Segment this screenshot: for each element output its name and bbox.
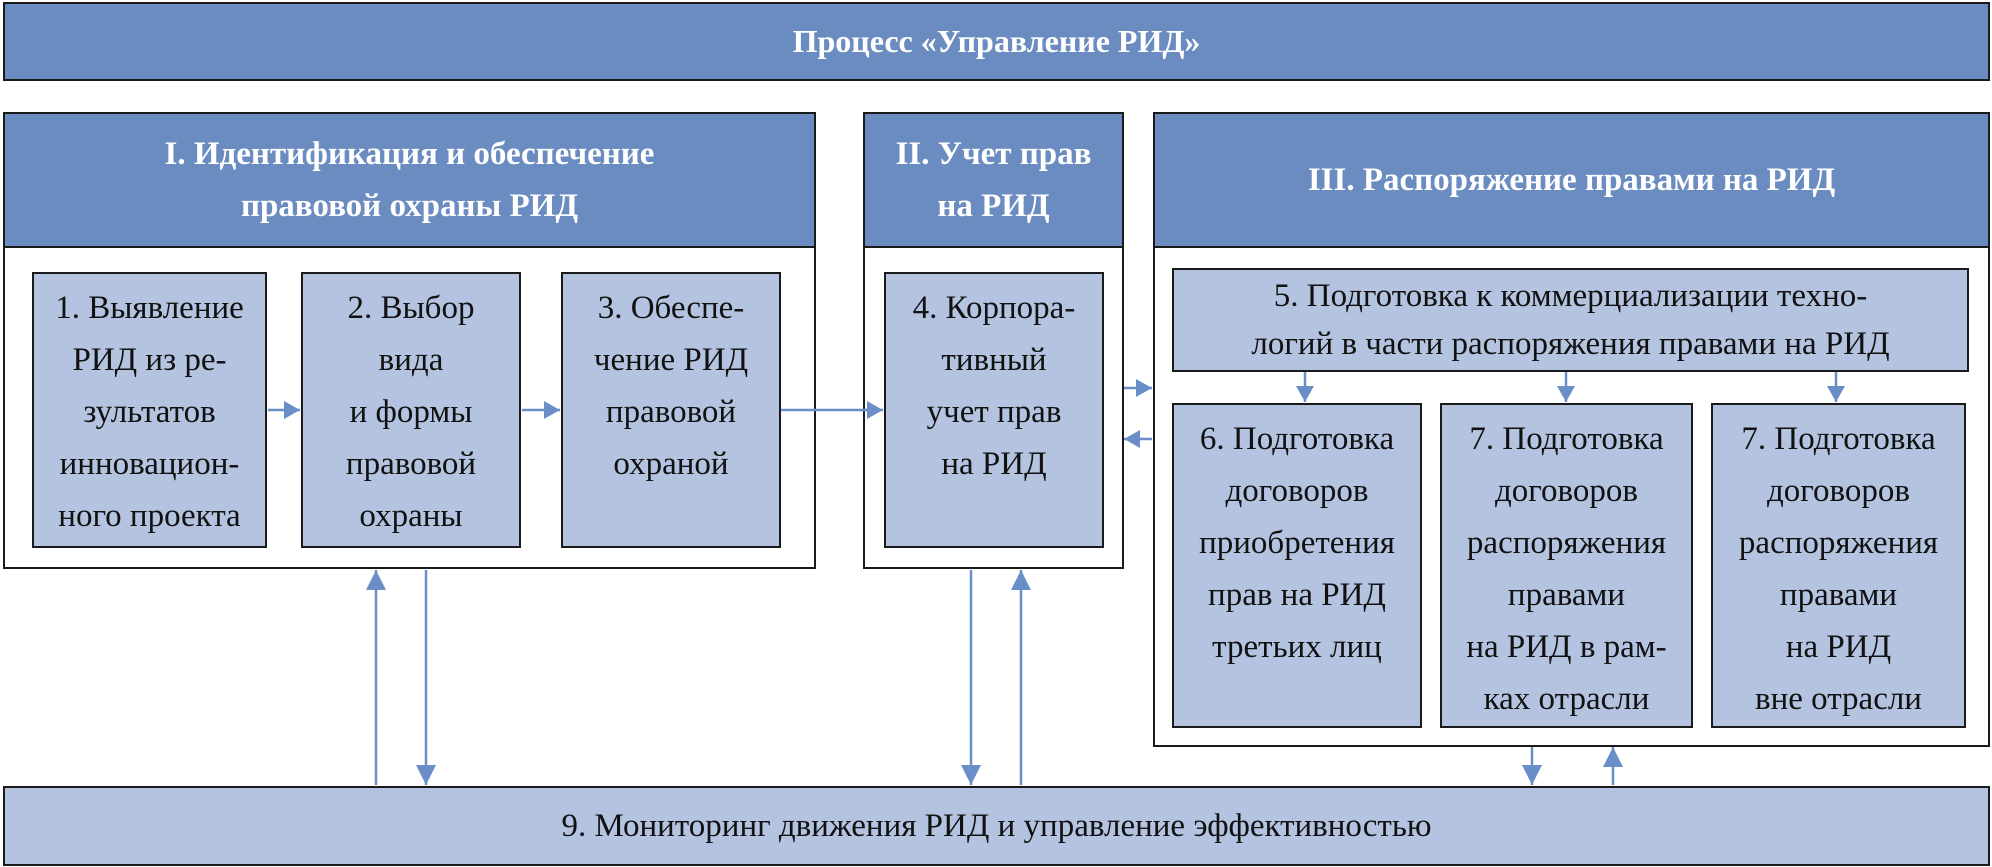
section-header-line: III. Распоряжение правами на РИД (1307, 162, 1836, 198)
step-text-line: учет прав (926, 394, 1062, 430)
process-title-bar: Процесс «Управление РИД» (3, 2, 1990, 81)
step-text-line: 6. Подготовка (1199, 421, 1395, 457)
step-text-line: 2. Выбор (347, 290, 475, 326)
step-7-disposal-outside-industry: 7. Подготовка договоров распоряжения пра… (1711, 403, 1966, 728)
section-rights-disposal-header: III. Распоряжение правами на РИД (1153, 112, 1990, 248)
step-text-line: инновацион- (59, 446, 240, 482)
step-text-line: распоряжения (1738, 525, 1939, 561)
monitoring-text: 9. Мониторинг движения РИД и управление … (561, 807, 1432, 844)
section-header-line: на РИД (937, 188, 1050, 224)
step-7-disposal-in-industry: 7. Подготовка договоров распоряжения пра… (1440, 403, 1693, 728)
step-text-line: третьих лиц (1212, 629, 1382, 665)
step-text-line: логий в части распоряжения правами на РИ… (1251, 326, 1890, 362)
step-text-line: ного проекта (58, 498, 241, 534)
section-rights-accounting-header: II. Учет прав на РИД (863, 112, 1124, 248)
step-text-line: и формы (349, 394, 473, 430)
step-text-line: зультатов (83, 394, 216, 430)
step-text-line: правами (1507, 577, 1626, 613)
step-text-line: 5. Подготовка к коммерциализации техно- (1273, 278, 1868, 314)
step-text-line: приобретения (1199, 525, 1395, 561)
step-9-monitoring: 9. Мониторинг движения РИД и управление … (3, 786, 1990, 866)
step-text-line: вне отрасли (1755, 681, 1922, 717)
step-text-line: РИД из ре- (72, 342, 227, 378)
step-text-line: договоров (1767, 473, 1910, 509)
step-1-identification: 1. Выявление РИД из ре- зультатов иннова… (32, 272, 267, 548)
step-text-line: прав на РИД (1208, 577, 1386, 613)
step-2-choice-of-protection: 2. Выбор вида и формы правовой охраны (301, 272, 521, 548)
step-5-commercialization-prep: 5. Подготовка к коммерциализации техно- … (1172, 268, 1969, 372)
arrow-head-icon (1136, 379, 1152, 397)
process-title: Процесс «Управление РИД» (792, 23, 1201, 59)
step-text-line: охраны (359, 498, 463, 534)
step-text-line: на РИД (1785, 629, 1892, 665)
step-text-line: 7. Подготовка (1469, 421, 1664, 457)
step-text-line: на РИД в рам- (1466, 629, 1667, 665)
step-text-line: договоров (1225, 473, 1369, 509)
section-identification-header: I. Идентификация и обеспечение правовой … (3, 112, 816, 248)
step-3-legal-protection: 3. Обеспе- чение РИД правовой охраной (561, 272, 781, 548)
step-text-line: правовой (345, 446, 477, 482)
arrow-head-icon (961, 765, 981, 785)
step-text-line: 1. Выявление (55, 290, 244, 326)
arrow-head-icon (1124, 430, 1140, 448)
section-header-line: I. Идентификация и обеспечение (164, 136, 655, 172)
step-text-line: ках отрасли (1483, 681, 1650, 717)
step-text-line: вида (378, 342, 444, 378)
step-text-line: чение РИД (593, 342, 749, 378)
step-text-line: на РИД (941, 446, 1047, 482)
arrow-head-icon (1522, 765, 1542, 785)
section-header-line: правовой охраны РИД (240, 188, 579, 224)
step-text-line: 3. Обеспе- (597, 290, 745, 326)
step-text-line: правовой (605, 394, 737, 430)
section-header-line: II. Учет прав (895, 136, 1092, 172)
step-4-corporate-accounting: 4. Корпора- тивный учет прав на РИД (884, 272, 1104, 548)
arrow-head-icon (1603, 747, 1623, 767)
arrow-head-icon (366, 570, 386, 590)
step-text-line: 7. Подготовка (1741, 421, 1936, 457)
step-text-line: 4. Корпора- (912, 290, 1076, 326)
step-text-line: охраной (613, 446, 729, 482)
step-text-line: тивный (941, 342, 1047, 378)
step-text-line: правами (1779, 577, 1898, 613)
step-text-line: распоряжения (1466, 525, 1667, 561)
step-6-acquisition-contracts: 6. Подготовка договоров приобретения пра… (1172, 403, 1422, 728)
arrow-head-icon (416, 765, 436, 785)
arrow-head-icon (1011, 570, 1031, 590)
step-text-line: договоров (1495, 473, 1638, 509)
